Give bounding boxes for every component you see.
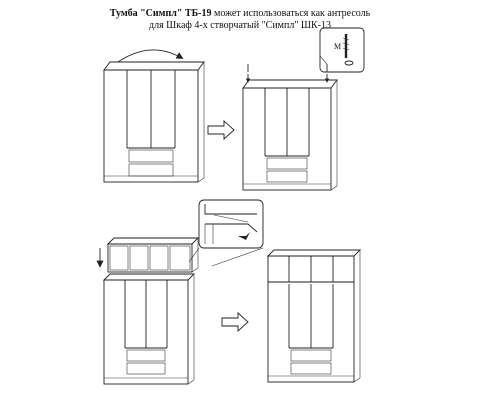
- drawer-bottom: [290, 362, 332, 375]
- drawer-top: [290, 349, 332, 362]
- caption-line-1: Тумба "Симпл" ТБ-19 может использоваться…: [60, 8, 420, 20]
- detail-label: M: [334, 42, 341, 51]
- wardrobe-step-2: [242, 55, 338, 191]
- drawer-top: [126, 349, 166, 362]
- caption-line-1-rest: может использоваться как антресоль: [211, 8, 371, 19]
- caption-line-2: для Шкаф 4-х створчатый "Симпл" ШК-13: [148, 20, 332, 31]
- zoom-detail: [188, 199, 264, 267]
- drawer-bottom: [128, 163, 174, 177]
- right-arrow-icon: [221, 311, 249, 333]
- instruction-caption: Тумба "Симпл" ТБ-19 может использоваться…: [60, 8, 420, 32]
- right-arrow-icon: [207, 119, 235, 141]
- wardrobe-step-1: [103, 49, 205, 183]
- top-panel: [266, 249, 362, 257]
- dowel-icon: [344, 60, 354, 66]
- hardware-detail: M: [319, 27, 365, 73]
- mezzanine-top: [106, 237, 200, 245]
- drawer-top: [266, 157, 308, 170]
- drawer-bottom: [266, 170, 308, 183]
- curved-arrow-icon: [117, 49, 184, 63]
- screw-icon: [342, 34, 350, 58]
- drawer-top: [128, 149, 174, 163]
- top-panel: [242, 79, 338, 89]
- drawer-bottom: [126, 362, 166, 375]
- wardrobe-step-3: [96, 237, 200, 385]
- top-panel: [102, 273, 196, 281]
- wardrobe-step-4: [266, 249, 362, 383]
- mezzanine-body: [107, 243, 193, 273]
- top-panel: [103, 61, 205, 71]
- caption-title: Тумба "Симпл" ТБ-19: [109, 8, 212, 19]
